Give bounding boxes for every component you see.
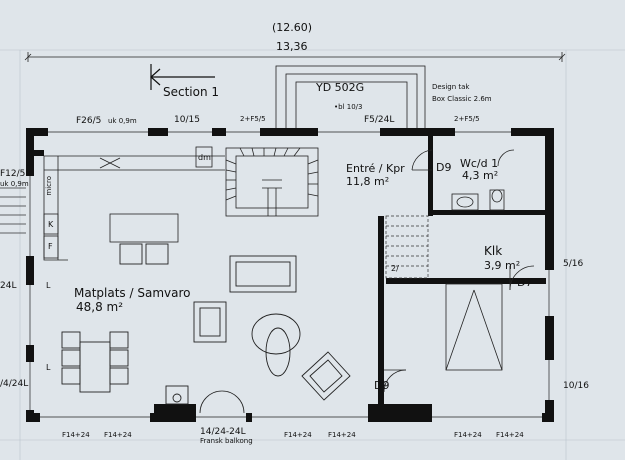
stair-step-label: 2/ (391, 264, 399, 273)
closet-cross (445, 283, 503, 371)
room-entry-area: 11,8 m² (346, 175, 390, 188)
roof-note-2: Box Classic 2.6m (432, 95, 492, 103)
window-label-top-b: 2+F5/5 (240, 115, 266, 123)
french-balcony (199, 390, 245, 414)
window-label-top-c: F5/24L (364, 115, 395, 125)
room-closet-area: 3,9 m² (484, 259, 521, 272)
dining-table-icon (61, 243, 169, 393)
roof-small-note: •bl 10/3 (334, 103, 363, 111)
dimension-line (24, 52, 566, 62)
window-label-left-mid: 24L (0, 281, 17, 291)
room-living-name: Matplats / Samvaro (74, 286, 191, 300)
room-entry-name: Entré / Kpr (346, 162, 405, 175)
drawing-grid (0, 49, 625, 460)
kitchen-f-label: F (48, 242, 53, 251)
sink-icon (451, 193, 479, 211)
kitchen-k-label: K (48, 220, 54, 229)
kitchen-counter (43, 146, 225, 261)
window-note-left-top: uk 0,9m (0, 180, 29, 188)
window-label-bottom-3: 14/24-24L (200, 427, 246, 437)
toilet-icon (489, 189, 505, 211)
kitchen-l-label-2: L (46, 363, 51, 372)
window-label-bottom-5: F14+24 (328, 431, 356, 439)
fireplace-icon (165, 385, 189, 405)
door-swing-icon (383, 149, 535, 393)
window-label-top-a: 10/15 (174, 115, 200, 125)
window-label-top-left: F26/5 (76, 116, 102, 126)
exterior-stair (0, 187, 26, 234)
kitchen-dm-label: dm (198, 153, 211, 162)
window-label-bottom-7: F14+24 (496, 431, 524, 439)
sofa-icon (229, 255, 297, 293)
room-wc-name: Wc/d 1 (460, 157, 499, 170)
window-label-right-a: 5/16 (563, 259, 584, 269)
window-label-right-b: 10/16 (563, 381, 589, 391)
window-label-bottom-2: F14+24 (104, 431, 132, 439)
kitchen-micro-label: micro (45, 176, 53, 196)
roof-note: Design tak (432, 83, 470, 91)
stair-icon (225, 147, 319, 217)
kitchen-l-label-1: L (46, 281, 51, 290)
section-arrow-icon (150, 64, 215, 90)
door-label-entry: D9 (436, 161, 452, 174)
window-label-bottom-1: F14+24 (62, 431, 90, 439)
roof-box-outline (275, 65, 426, 131)
room-living-area: 48,8 m² (76, 300, 124, 314)
window-label-top-d: 2+F5/5 (454, 115, 480, 123)
door-label-closet: D7 (517, 276, 533, 289)
section-label: Section 1 (163, 85, 220, 99)
room-closet-name: Klk (484, 244, 503, 258)
room-wc-area: 4,3 m² (462, 169, 499, 182)
entry-steps (385, 215, 429, 279)
armchair-icon (193, 301, 351, 401)
window-label-bottom-4: F14+24 (284, 431, 312, 439)
interior-walls (154, 136, 546, 422)
window-label-left-low: /4/24L (0, 379, 29, 389)
roof-code: YD 502G (316, 81, 365, 94)
window-note-bottom-3: Fransk balkong (200, 437, 253, 445)
window-label-left-top: F12/5 (0, 169, 26, 179)
door-label-bottom: D9 (374, 379, 390, 392)
dimension-paren: (12.60) (272, 21, 313, 34)
window-label-bottom-6: F14+24 (454, 431, 482, 439)
window-note-top-left: uk 0,9m (108, 117, 137, 125)
dimension-total: 13,36 (276, 40, 308, 53)
window-openings (26, 128, 554, 422)
coffee-table-icon (251, 313, 301, 377)
